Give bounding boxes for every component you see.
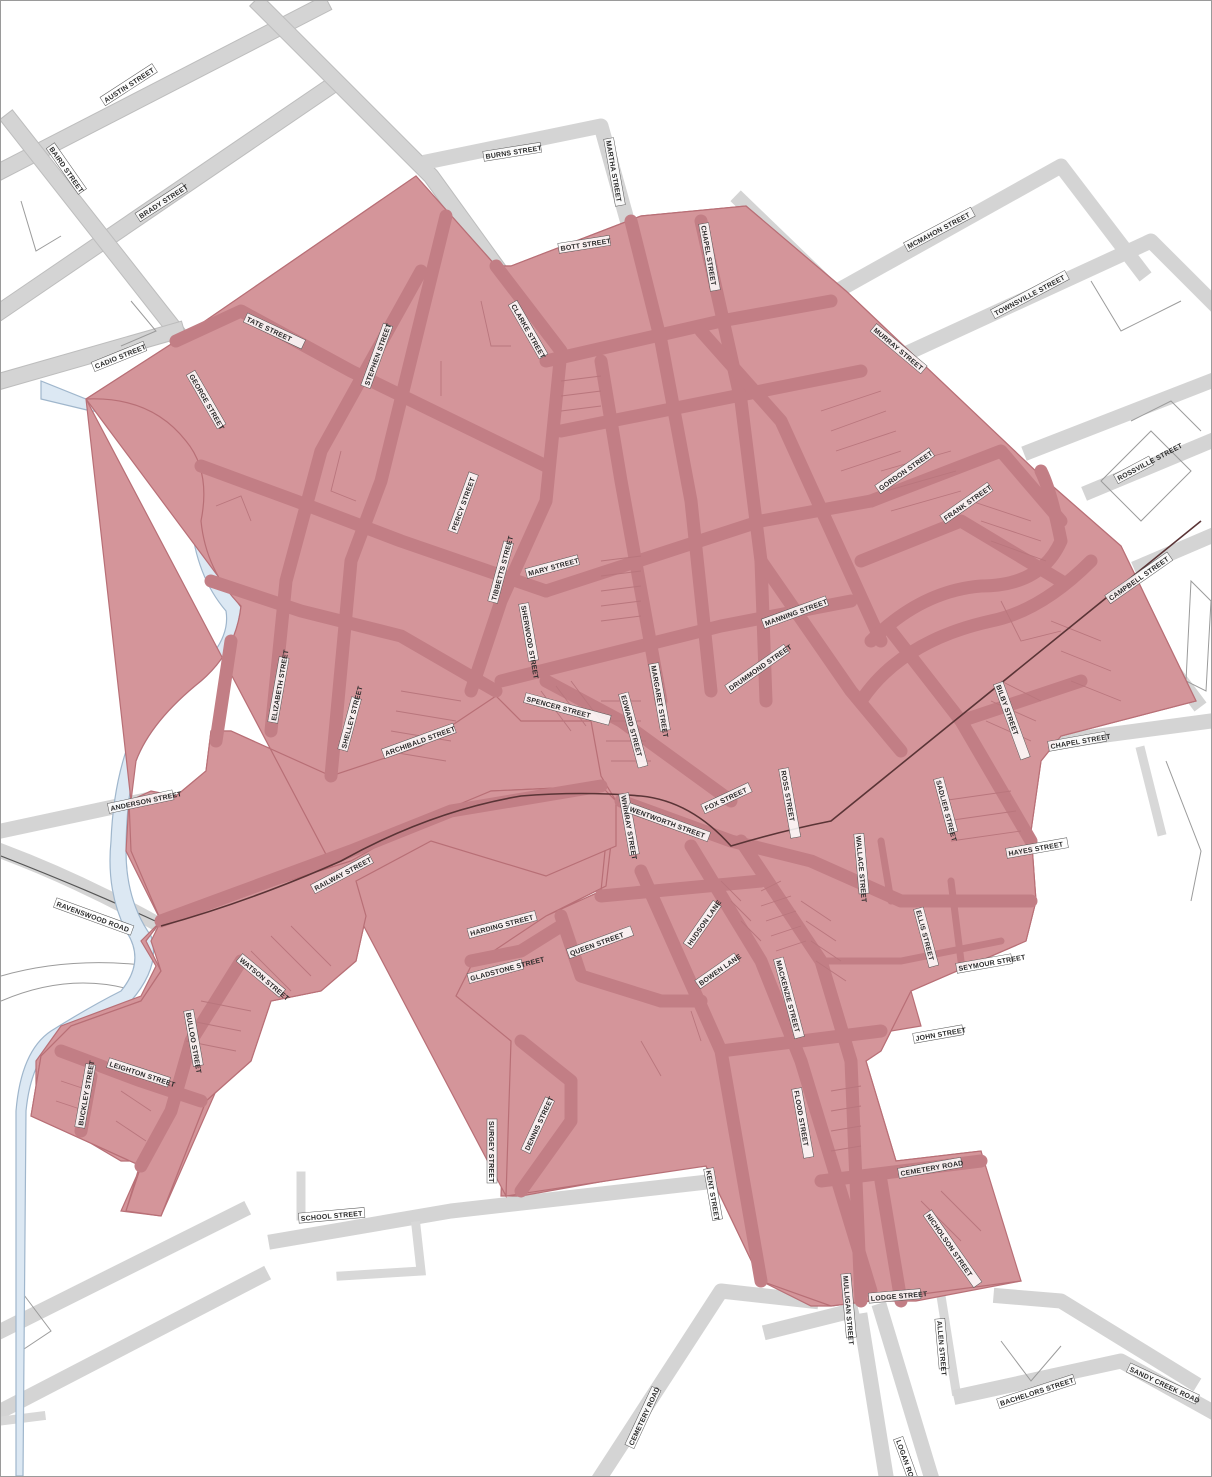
label-surgey: SURGEY STREET [486,1118,498,1184]
svg-text:MCMAHON STREET: MCMAHON STREET [907,212,972,251]
label-allen: ALLEN STREET [934,1318,950,1377]
svg-text:TOWNSVILLE STREET: TOWNSVILLE STREET [994,274,1067,317]
label-mcmahon: MCMAHON STREET [903,206,976,253]
label-townsville: TOWNSVILLE STREET [990,270,1070,320]
zone-lots [55,300,1122,1242]
railway-line [160,520,1202,927]
svg-text:SURGEY STREET: SURGEY STREET [487,1121,494,1183]
svg-text:LODGE STREET: LODGE STREET [871,1291,929,1303]
svg-text:ALLEN STREET: ALLEN STREET [935,1321,947,1377]
label-john: JOHN STREET [912,1024,967,1044]
label-cemetery-south: CEMETERY ROAD [624,1386,662,1449]
railway-line-west [1,855,167,927]
label-brady: BRADY STREET [134,182,190,223]
label-lodge: LODGE STREET [868,1288,929,1304]
